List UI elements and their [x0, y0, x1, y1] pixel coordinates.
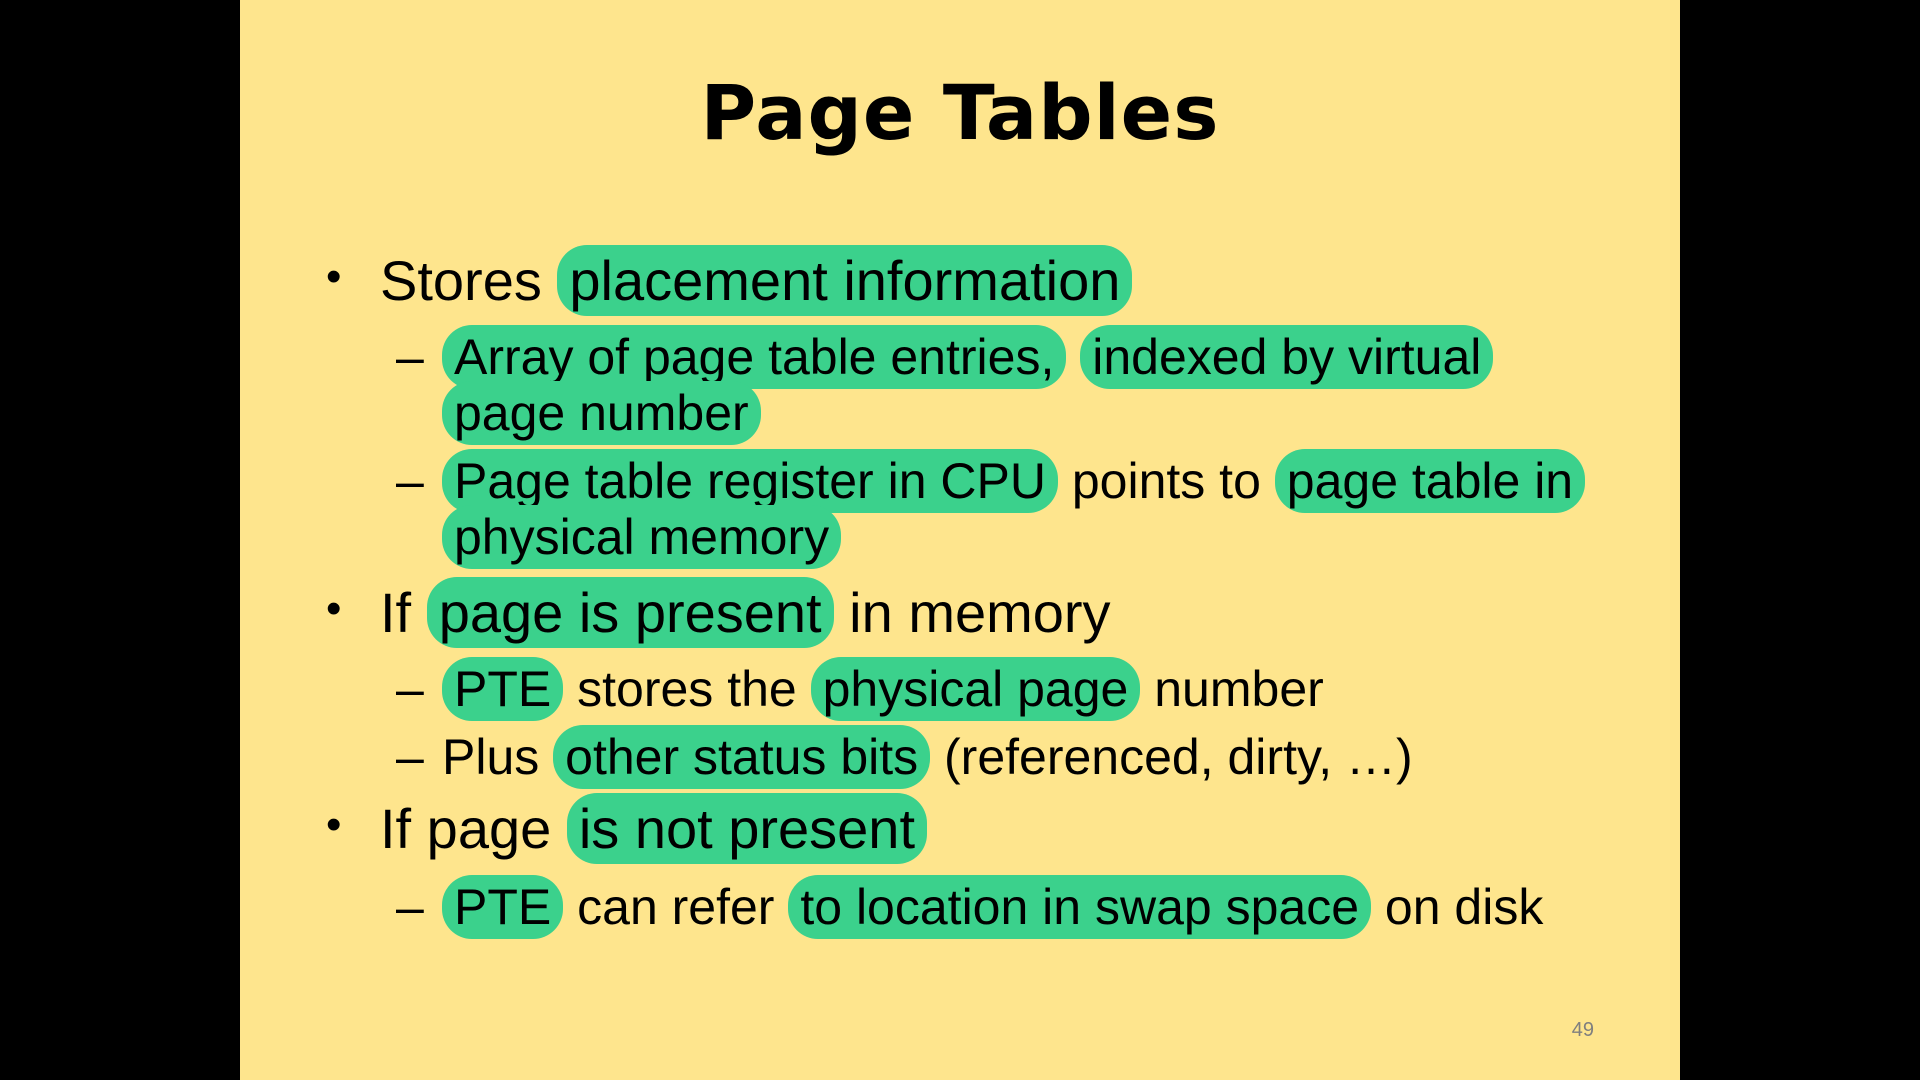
highlighted-text: placement information — [557, 245, 1133, 316]
sub-bullet-item: Array of page table entries, indexed by … — [442, 325, 1494, 389]
text-segment: points to — [1057, 453, 1275, 509]
sub-bullet-item: physical memory — [442, 505, 842, 569]
text-segment: Plus — [442, 729, 554, 785]
bullet-item: Stores placement information — [380, 245, 1133, 316]
dash-marker: – — [396, 453, 424, 509]
text-segment: Stores — [380, 249, 558, 312]
sub-bullet-item: page number — [442, 381, 761, 445]
slide-title: Page Tables — [700, 68, 1220, 157]
sub-bullet-item: Page table register in CPU points to pag… — [442, 449, 1586, 513]
highlighted-text: physical page — [810, 657, 1141, 721]
dash-marker: – — [396, 329, 424, 385]
dash-marker: – — [396, 729, 424, 785]
dash-marker: – — [396, 879, 424, 935]
bullet-marker: • — [326, 584, 342, 633]
highlighted-text: is not present — [566, 793, 928, 864]
highlighted-text: indexed by virtual — [1080, 325, 1494, 389]
highlighted-text: Array of page table entries, — [442, 325, 1067, 389]
sub-bullet-item: Plus other status bits (referenced, dirt… — [442, 725, 1413, 789]
highlighted-text: physical memory — [442, 505, 842, 569]
bullet-item: If page is not present — [380, 793, 928, 864]
highlighted-text: page number — [442, 381, 761, 445]
sub-bullet-item: PTE stores the physical page number — [442, 657, 1324, 721]
text-segment: can refer — [563, 879, 789, 935]
highlighted-text: PTE — [442, 657, 564, 721]
sub-bullet-item: PTE can refer to location in swap space … — [442, 875, 1544, 939]
highlighted-text: to location in swap space — [788, 875, 1372, 939]
text-segment: in memory — [833, 581, 1111, 644]
text-segment: If — [380, 581, 427, 644]
dash-marker: – — [396, 661, 424, 717]
bullet-marker: • — [326, 252, 342, 301]
bullet-item: If page is present in memory — [380, 577, 1111, 648]
text-segment: (referenced, dirty, …) — [930, 729, 1413, 785]
highlighted-text: Page table register in CPU — [442, 449, 1058, 513]
page-number: 49 — [1571, 1019, 1594, 1041]
highlighted-text: PTE — [442, 875, 564, 939]
slide: Page Tables • Stores placement informatio… — [240, 0, 1680, 1080]
bullet-marker: • — [326, 800, 342, 849]
text-segment: stores the — [563, 661, 811, 717]
highlighted-text: other status bits — [553, 725, 931, 789]
highlighted-text: page table in — [1274, 449, 1586, 513]
text-segment: If page — [380, 797, 567, 860]
text-segment: number — [1140, 661, 1324, 717]
text-segment — [1066, 329, 1080, 385]
highlighted-text: page is present — [426, 577, 834, 648]
text-segment: on disk — [1371, 879, 1544, 935]
